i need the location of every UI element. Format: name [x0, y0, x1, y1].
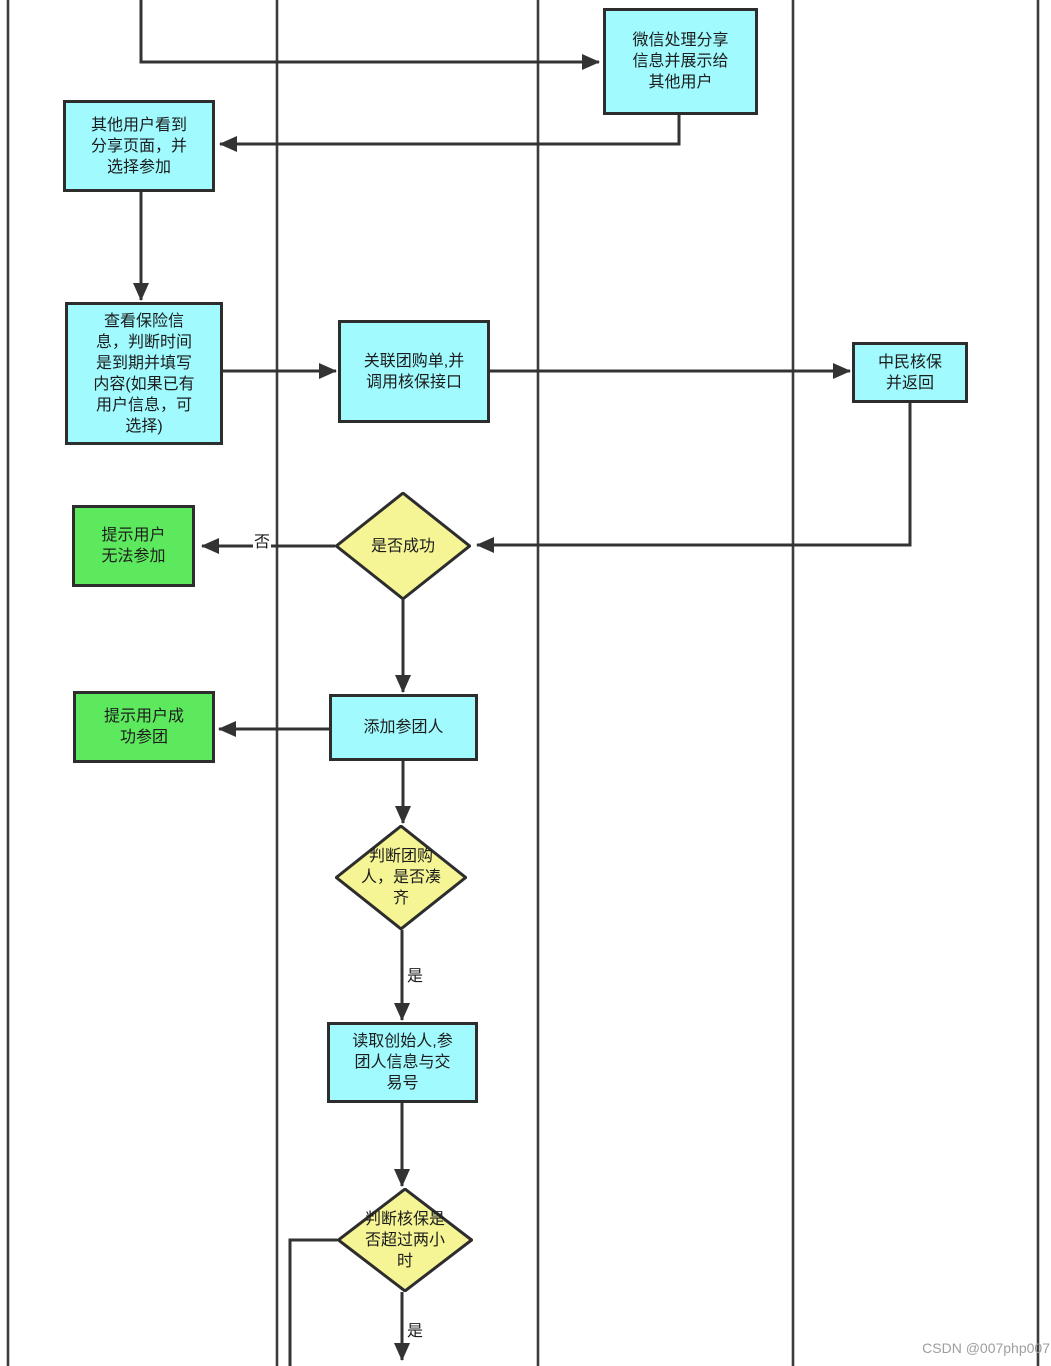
- diamond-shape: [335, 825, 467, 930]
- process-box-read-founder-info: 读取创始人,参团人信息与交易号: [327, 1022, 478, 1103]
- decision-diamond-is-success-label: 是否成功: [370, 537, 435, 555]
- process-box-check-insurance-label: 查看保险信息，判断时间是到期并填写内容(如果已有用户信息，可选择): [93, 312, 195, 435]
- process-box-link-group-order-label: 关联团购单,并调用核保接口: [363, 352, 465, 391]
- result-box-notify-cannot-join-label: 提示用户无法参加: [101, 527, 166, 565]
- decision-diamond-judge-group-complete-label: 判断团购人，是否凑齐: [360, 848, 441, 907]
- result-box-notify-join-success: 提示用户成功参团: [73, 691, 215, 763]
- decision-diamond-judge-overtime: 判断核保是否超过两小时: [337, 1188, 473, 1292]
- result-box-notify-join-success-label: 提示用户成功参团: [103, 708, 184, 746]
- edge-label-yes-overtime: 是: [406, 1322, 425, 1341]
- edge-label-no: 否: [253, 533, 272, 552]
- process-box-other-user-view: 其他用户看到分享页面，并选择参加: [63, 100, 215, 192]
- result-box-notify-cannot-join: 提示用户无法参加: [72, 505, 195, 587]
- process-box-wechat-share-label: 微信处理分享信息并展示给其他用户: [632, 32, 729, 91]
- decision-diamond-judge-overtime-label: 判断核保是否超过两小时: [364, 1210, 445, 1270]
- edge-label-yes-group-complete: 是: [406, 967, 425, 986]
- process-box-add-participant: 添加参团人: [329, 694, 478, 761]
- process-box-wechat-share: 微信处理分享信息并展示给其他用户: [603, 8, 758, 115]
- process-box-zhongmin-underwrite: 中民核保并返回: [852, 342, 968, 403]
- process-box-link-group-order: 关联团购单,并调用核保接口: [338, 320, 490, 423]
- process-box-other-user-view-label: 其他用户看到分享页面，并选择参加: [90, 116, 187, 176]
- connector-judge-overtime-left-branch: [288, 1238, 337, 1366]
- process-box-read-founder-info-label: 读取创始人,参团人信息与交易号: [352, 1033, 453, 1092]
- process-box-check-insurance: 查看保险信息，判断时间是到期并填写内容(如果已有用户信息，可选择): [65, 302, 223, 445]
- diamond-shape: [335, 492, 471, 600]
- connector-zhongmin-to-is-success: [476, 402, 912, 553]
- process-box-zhongmin-underwrite-label: 中民核保并返回: [877, 353, 942, 392]
- connector-top-to-wechat-share: [139, 0, 600, 70]
- diamond-shape: [337, 1188, 473, 1292]
- csdn-watermark: CSDN @007php007: [922, 1340, 1050, 1356]
- connector-wechat-share-to-other-user: [219, 115, 681, 152]
- decision-diamond-is-success: 是否成功: [335, 492, 471, 600]
- process-box-add-participant-label: 添加参团人: [363, 719, 444, 736]
- decision-diamond-judge-group-complete: 判断团购人，是否凑齐: [335, 825, 467, 930]
